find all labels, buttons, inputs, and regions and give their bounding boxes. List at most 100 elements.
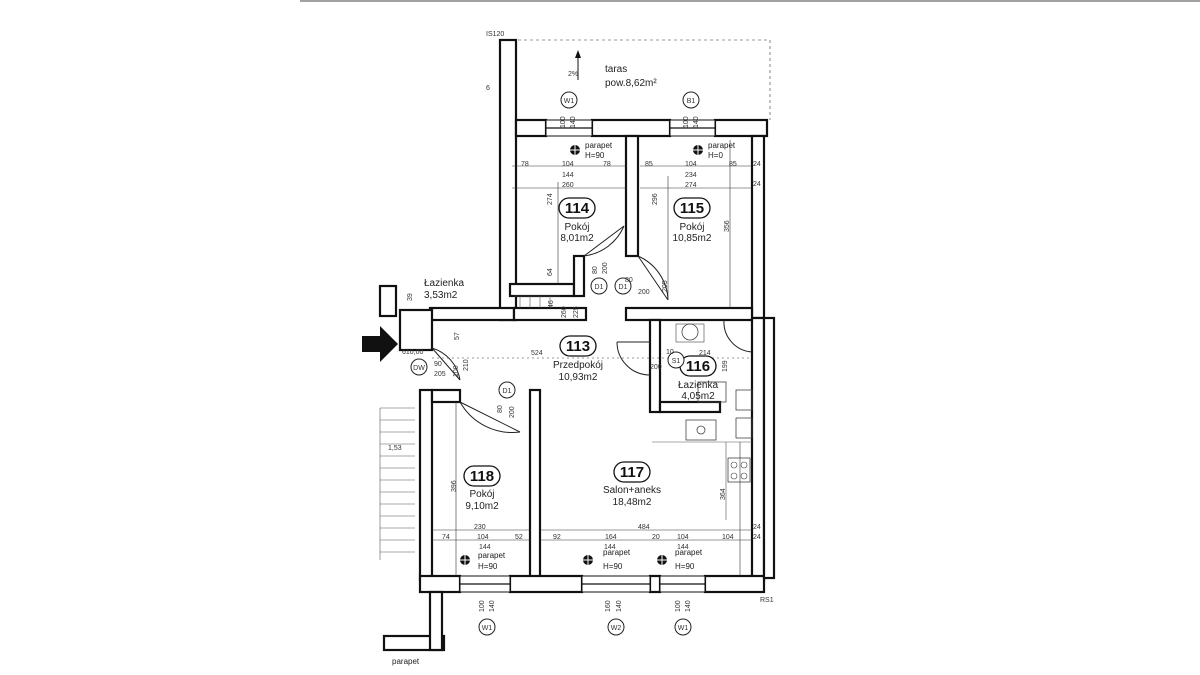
dim-text: 80 (497, 405, 504, 413)
dim-text: 104 (677, 534, 689, 541)
terrace-slope: 2% (568, 71, 578, 78)
svg-text:W1: W1 (564, 98, 575, 105)
room-114: 114 Pokój 8,01m2 (558, 197, 596, 244)
dim-text: 610,00 (402, 349, 424, 356)
window-tag-w2: W2 (607, 618, 625, 636)
dim-text: 104 (562, 161, 574, 168)
kitchen-fixtures (652, 389, 753, 520)
door-tag-d1-115: D1 (614, 277, 632, 295)
room-113-number: 113 (566, 338, 590, 355)
window-tag-w1-left: W1 (478, 618, 496, 636)
parapet-height-3: H=90 (478, 562, 498, 571)
dim-text: 39 (407, 293, 414, 301)
svg-text:B1: B1 (687, 98, 696, 105)
corner-mark: IS120 (486, 31, 504, 38)
dim-text: 234 (685, 172, 697, 179)
stair-mark: 1,53 (388, 445, 402, 452)
dim-text: 260 (562, 182, 574, 189)
dim-text: 64 (547, 268, 554, 276)
room-118: 118 Pokój 9,10m2 (463, 465, 501, 512)
dim-text: 200 (602, 262, 609, 274)
room-117-area: 18,48m2 (613, 497, 652, 508)
room-114-name: Pokój (564, 222, 589, 233)
walls (378, 38, 776, 652)
room-115-area: 10,85m2 (673, 233, 712, 244)
dim-text: 274 (685, 182, 697, 189)
dim-text: 396 (451, 480, 458, 492)
parapet-height-5: H=90 (675, 562, 695, 571)
svg-text:W1: W1 (678, 625, 689, 632)
dim-text: 144 (562, 172, 574, 179)
room-117-name: Salon+aneks (603, 485, 661, 496)
parapet-label-5: parapet (675, 548, 703, 557)
hall-hatch (514, 295, 560, 308)
entry-arrow (362, 326, 398, 362)
svg-text:D1: D1 (619, 284, 628, 291)
room-118-area: 9,10m2 (465, 501, 499, 512)
dim-text: 24 (753, 181, 761, 188)
dim-text: 199 (722, 360, 729, 372)
door-tag-s1: S1 (667, 351, 685, 369)
dim-text: 100 (560, 116, 567, 128)
dim-text: 296 (652, 193, 659, 205)
room-113: 113 Przedpokój 10,93m2 (553, 335, 603, 383)
dim-text: 214 (699, 350, 711, 357)
room-116-area: 4,05m2 (681, 391, 715, 402)
room-117-number: 117 (620, 464, 644, 481)
room-114-number: 114 (565, 200, 590, 217)
dim-text: 205 (662, 280, 669, 292)
dim-text: 140 (693, 116, 700, 128)
dim-text: 85 (645, 161, 653, 168)
dim-text: 20 (652, 534, 660, 541)
dim-text: 225 (573, 306, 580, 318)
terrace-area: pow.8,62m² (605, 78, 657, 89)
dim-text: 24 (753, 534, 761, 541)
dim-text: 10 (666, 349, 674, 356)
dim-text: 78 (603, 161, 611, 168)
window-tag-b1: B1 (682, 91, 700, 109)
staircase: 1,53 (379, 407, 415, 560)
dim-text: 100 (453, 365, 460, 377)
room-116-number: 116 (686, 358, 710, 375)
door-tag-d1-114: D1 (590, 277, 608, 295)
room-115-number: 115 (680, 200, 704, 217)
dim-text: 100 (683, 116, 690, 128)
dim-text: 210 (463, 359, 470, 371)
room-117: 117 Salon+aneks 18,48m2 (603, 461, 661, 508)
dim-text: 104 (722, 534, 734, 541)
dim-text: 260 (561, 306, 568, 318)
parapet-height-4: H=90 (603, 562, 623, 571)
terrace-name: taras (605, 64, 627, 75)
room-116-name: Łazienka (678, 380, 718, 391)
svg-text:D1: D1 (595, 284, 604, 291)
dim-text: 78 (521, 161, 529, 168)
dim-text: 24 (753, 524, 761, 531)
neighbor-bathroom-area: 3,53m2 (424, 290, 458, 301)
dim-text: 46 (548, 300, 555, 308)
window-tag-w1-right: W1 (674, 618, 692, 636)
dim-text: 164 (605, 534, 617, 541)
corner-mark: RS1 (760, 597, 774, 604)
dim-text: 74 (442, 534, 450, 541)
svg-text:D1: D1 (503, 388, 512, 395)
dim-text: 200 (509, 406, 516, 418)
dim-text: 356 (724, 220, 731, 232)
dim-text: 205 (434, 371, 446, 378)
dim-text: 364 (720, 488, 727, 500)
room-113-name: Przedpokój (553, 360, 603, 371)
dim-text: 24 (753, 161, 761, 168)
door-tag-d1-118: D1 (498, 381, 516, 399)
dim-text: 100 (479, 600, 486, 612)
room-113-area: 10,93m2 (559, 372, 598, 383)
room-118-name: Pokój (469, 489, 494, 500)
dim-text: 104 (685, 161, 697, 168)
terrace: 2% taras pow.8,62m² (518, 39, 771, 120)
room-115: 115 Pokój 10,85m2 (673, 197, 712, 244)
parapet-label-3: parapet (478, 551, 506, 560)
svg-text:W1: W1 (482, 625, 493, 632)
dim-text: 104 (477, 534, 489, 541)
dim-text: 100 (675, 600, 682, 612)
parapet-height-1: H=90 (585, 151, 605, 160)
dim-text: 524 (531, 350, 543, 357)
